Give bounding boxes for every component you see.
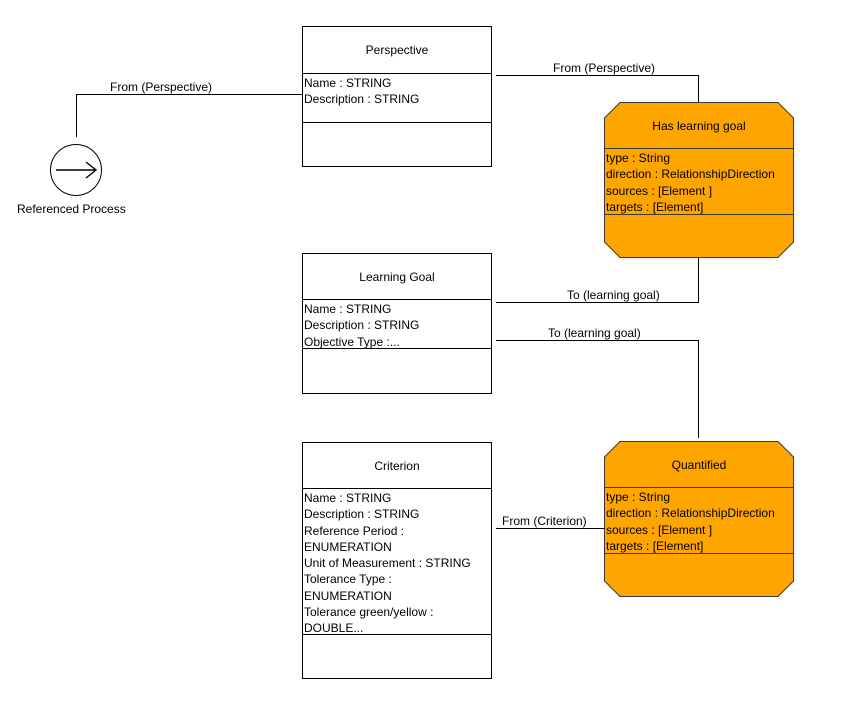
edge-label-learning-goal-quantified: To (learning goal) <box>548 326 641 340</box>
attribute: Description : STRING <box>304 318 420 333</box>
class-learning-goal[interactable]: Learning Goal Name : STRING Description … <box>302 253 492 394</box>
attribute: type : String <box>606 490 671 504</box>
class-attributes: Name : STRING Description : STRING Refer… <box>303 489 491 635</box>
edge-perspective-has-learning-goal <box>496 75 699 102</box>
attribute: DOUBLE... <box>304 621 364 636</box>
class-title: Learning Goal <box>303 254 491 300</box>
class-operations <box>303 349 491 393</box>
relation-outline <box>604 102 794 258</box>
attribute: type : String <box>606 151 671 165</box>
class-attributes: Name : STRING Description : STRING Objec… <box>303 300 491 349</box>
relation-attributes: type : String direction : RelationshipDi… <box>605 149 793 215</box>
attribute: Tolerance Type : <box>304 572 392 587</box>
edge-label-criterion-quantified: From (Criterion) <box>502 514 587 528</box>
attribute: Description : STRING <box>304 507 420 522</box>
edge-label-relation-learning-goal: To (learning goal) <box>567 288 660 302</box>
referenced-process-label: Referenced Process <box>17 202 126 216</box>
referenced-process-node[interactable] <box>50 144 102 196</box>
class-title: Criterion <box>303 443 491 489</box>
attribute: direction : RelationshipDirection <box>606 506 775 521</box>
relation-outline <box>604 441 794 597</box>
attribute: targets : [Element] <box>606 199 704 214</box>
attribute: ENUMERATION <box>304 539 392 554</box>
attribute: Description : STRING <box>304 92 420 107</box>
attribute: Name : STRING <box>304 76 392 90</box>
attribute: Tolerance green/yellow : <box>304 605 434 620</box>
edge-process-perspective <box>76 94 303 137</box>
class-criterion[interactable]: Criterion Name : STRING Description : ST… <box>302 442 492 679</box>
edge-has-learning-goal-learning-goal <box>496 258 699 303</box>
class-perspective[interactable]: Perspective Name : STRING Description : … <box>302 26 492 167</box>
attribute: Reference Period : <box>304 523 405 538</box>
attribute: Objective Type :... <box>304 334 400 349</box>
relation-title: Has learning goal <box>605 103 793 149</box>
class-operations <box>303 123 491 166</box>
edge-label-process-perspective: From (Perspective) <box>110 80 213 94</box>
attribute: sources : [Element ] <box>606 522 713 537</box>
attribute: ENUMERATION <box>304 588 392 603</box>
relation-attributes: type : String direction : RelationshipDi… <box>605 488 793 554</box>
edge-label-perspective-relation: From (Perspective) <box>553 61 656 75</box>
attribute: Name : STRING <box>304 302 392 316</box>
attribute: targets : [Element] <box>606 538 704 553</box>
relation-title: Quantified <box>605 442 793 488</box>
attribute: sources : [Element ] <box>606 183 713 198</box>
class-operations <box>303 635 491 678</box>
class-title: Perspective <box>303 27 491 74</box>
attribute: direction : RelationshipDirection <box>606 167 775 182</box>
class-attributes: Name : STRING Description : STRING <box>303 74 491 123</box>
attribute: Unit of Measurement : STRING <box>304 556 471 571</box>
attribute: Name : STRING <box>304 491 392 505</box>
arrow-right-icon <box>56 161 98 179</box>
edge-learning-goal-quantified <box>496 340 699 438</box>
